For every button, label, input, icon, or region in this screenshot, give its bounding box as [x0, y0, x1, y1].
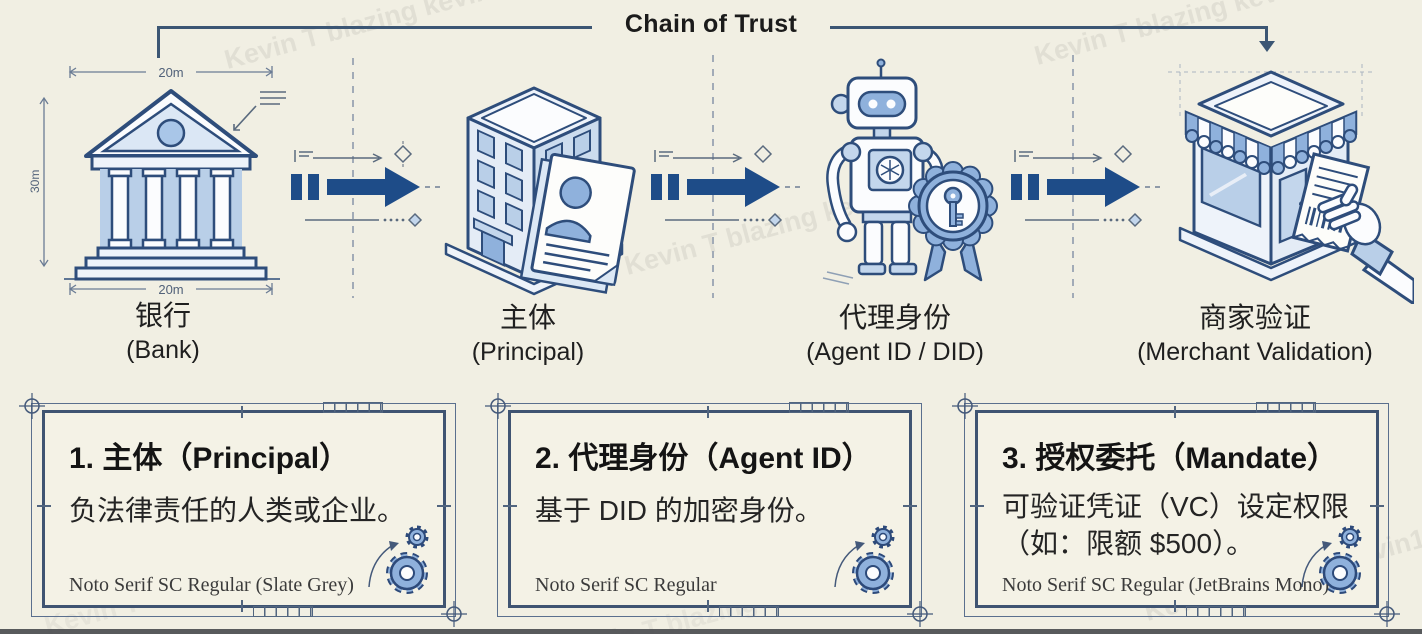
merchant-store-icon: [1168, 64, 1414, 304]
border-tick: [1174, 600, 1176, 612]
gear-icon: [834, 525, 895, 594]
stage-label-merchant: 商家验证 (Merchant Validation): [1100, 299, 1410, 368]
border-tick: [37, 505, 51, 507]
bank-dim-left: 30m: [28, 170, 42, 193]
stage-label-en: (Bank): [126, 336, 200, 364]
bracket-line-right: [830, 26, 1267, 29]
border-tick: [241, 600, 243, 612]
flow-arrow-icon: [291, 141, 445, 228]
border-tick: [1174, 406, 1176, 418]
gear-icon: [368, 525, 429, 594]
card-footer: Noto Serif SC Regular (JetBrains Mono): [1002, 574, 1330, 596]
stage-label-agent: 代理身份 (Agent ID / DID): [770, 299, 1020, 368]
bank-dim-top: 20m: [158, 65, 183, 80]
card-footer: Noto Serif SC Regular: [535, 574, 717, 596]
gear-icon: [1301, 525, 1362, 594]
registration-mark-icon: [441, 601, 467, 627]
border-tick: [241, 406, 243, 418]
bottom-edge-strip: [0, 629, 1422, 634]
bracket-arrowhead-icon: [1259, 41, 1275, 52]
stage-label-zh: 商家验证: [1198, 302, 1311, 333]
card-title: 2. 代理身份（Agent ID）: [535, 442, 872, 475]
card-body: 可验证凭证（VC）设定权限 （如：限额 $500）。: [1002, 491, 1349, 559]
key-badge-icon: [908, 161, 998, 282]
registration-mark-icon: [19, 393, 45, 419]
ruler-tick-strip: [1256, 402, 1316, 413]
border-tick: [970, 505, 984, 507]
card-agent-id: 2. 代理身份（Agent ID） 基于 DID 的加密身份。 Noto Ser…: [485, 393, 933, 627]
bracket-drop-right: [1265, 26, 1268, 43]
registration-mark-icon: [1374, 601, 1400, 627]
hand-icon: [1317, 183, 1414, 304]
ruler-tick-strip: [789, 402, 849, 413]
construction-line: [1072, 55, 1074, 298]
stage-label-en: (Merchant Validation): [1137, 338, 1373, 366]
stage-label-en: (Principal): [471, 338, 585, 366]
registration-mark-icon: [907, 601, 933, 627]
border-tick: [1370, 505, 1384, 507]
ruler-tick-strip: [1186, 606, 1246, 617]
bank-dim-bottom: 20m: [158, 282, 183, 297]
stage-label-bank: 银行 (Bank): [43, 297, 283, 366]
principal-building-icon: [444, 86, 636, 296]
construction-line: [712, 55, 714, 298]
stage-label-en: (Agent ID / DID): [806, 338, 984, 366]
agent-robot-icon: [822, 58, 998, 285]
ruler-tick-strip: [719, 606, 779, 617]
border-tick: [707, 600, 709, 612]
flow-arrow-icon: [1011, 144, 1165, 228]
card-body: 基于 DID 的加密身份。: [535, 495, 823, 526]
card-title: 3. 授权委托（Mandate）: [1002, 442, 1338, 475]
border-tick: [437, 505, 451, 507]
stage-label-zh: 代理身份: [838, 302, 951, 333]
card-body: 负法律责任的人类或企业。: [69, 495, 406, 526]
construction-line: [352, 58, 354, 298]
border-tick: [503, 505, 517, 507]
ruler-tick-strip: [253, 606, 313, 617]
flow-arrow-icon: [651, 144, 805, 228]
id-card-icon: [519, 152, 636, 294]
stage-label-principal: 主体 (Principal): [408, 299, 648, 368]
awning-icon: [1184, 110, 1358, 175]
card-principal: 1. 主体（Principal） 负法律责任的人类或企业。 Noto Serif…: [19, 393, 467, 627]
border-tick: [903, 505, 917, 507]
bank-icon: 20m 20m 30m: [28, 65, 286, 297]
card-title: 1. 主体（Principal）: [69, 442, 350, 475]
registration-mark-icon: [485, 393, 511, 419]
bracket-drop-left: [157, 26, 160, 58]
bracket-line-left: [158, 26, 592, 29]
diagram-title: Chain of Trust: [624, 10, 798, 38]
stage-label-zh: 银行: [134, 300, 191, 331]
border-tick: [707, 406, 709, 418]
stage-label-zh: 主体: [499, 302, 556, 333]
receipt-icon: [1291, 152, 1414, 304]
card-footer: Noto Serif SC Regular (Slate Grey): [69, 574, 354, 596]
card-mandate: 3. 授权委托（Mandate） 可验证凭证（VC）设定权限 （如：限额 $50…: [952, 393, 1400, 627]
registration-mark-icon: [952, 393, 978, 419]
ruler-tick-strip: [323, 402, 383, 413]
